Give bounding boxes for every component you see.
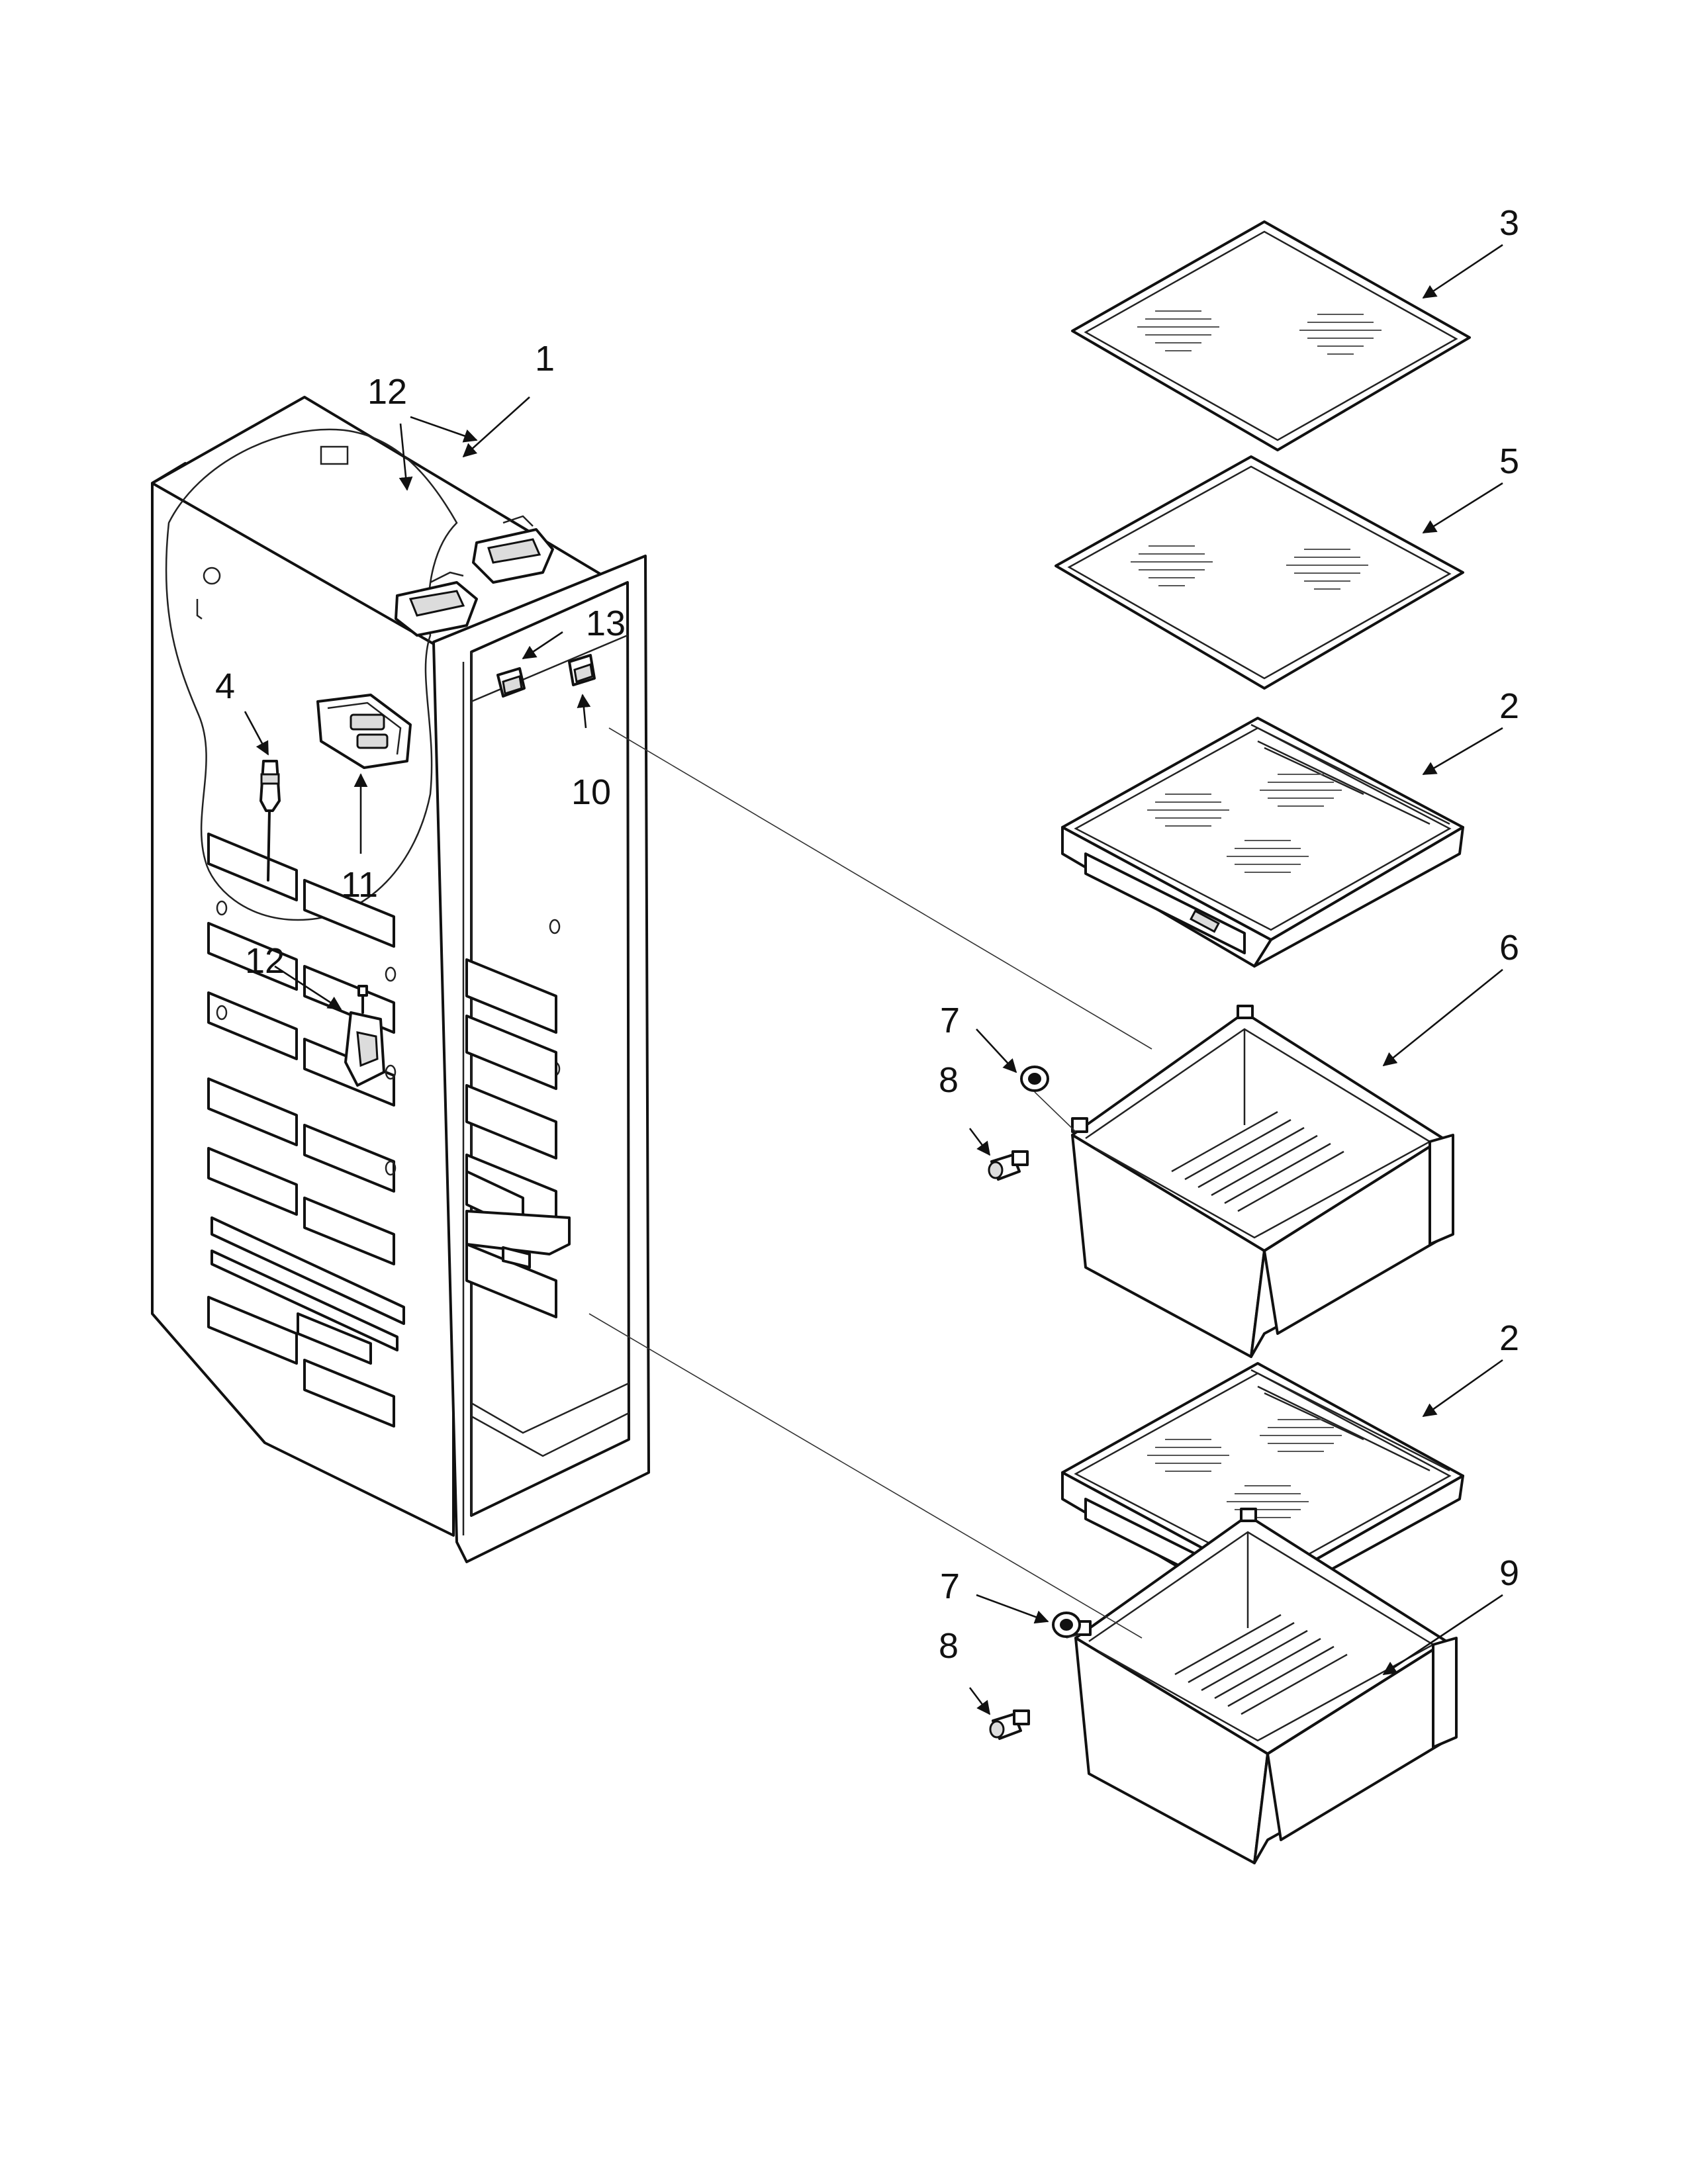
part-7-roller-upper (1020, 1066, 1049, 1092)
part-5-glass-shelf (1055, 455, 1464, 690)
part-8-stud-lower (989, 1709, 1030, 1740)
callout-11: 11 (341, 865, 378, 905)
callout-3: 3 (1499, 203, 1519, 243)
callout-12-upper: 12 (367, 372, 407, 412)
part-7-roller-lower (1052, 1612, 1081, 1638)
callout-13: 13 (586, 604, 626, 643)
callout-8-upper: 8 (939, 1060, 959, 1100)
part-8-stud-upper (988, 1150, 1029, 1181)
part-12-lower-socket (344, 985, 385, 1087)
callout-12-lower: 12 (245, 941, 285, 981)
refrigerator-liner (151, 396, 650, 1563)
part-6-crisper-drawer (1071, 1005, 1454, 1358)
callout-7-lower: 7 (940, 1567, 960, 1606)
part-3-glass-shelf (1071, 220, 1471, 451)
assembly-guide-lines (588, 727, 1152, 1639)
part-12-light-sockets (395, 515, 554, 637)
part-11-bracket (316, 694, 412, 769)
part-10-switch (568, 654, 596, 686)
callout-labels: 1 3 5 2 6 2 9 4 11 12 12 13 10 7 8 7 8 (215, 203, 1519, 1666)
callout-2-upper: 2 (1499, 686, 1519, 726)
callout-leaders (244, 244, 1503, 1715)
part-2-framed-shelf-upper (1061, 717, 1464, 968)
callout-4: 4 (215, 666, 235, 706)
callout-10: 10 (571, 772, 611, 812)
callout-2-lower: 2 (1499, 1318, 1519, 1358)
back-panel-tabs (207, 833, 405, 1428)
interior-wall-slots (465, 958, 557, 1318)
part-4-sensor (259, 760, 281, 882)
part-13-switch (496, 667, 526, 698)
callout-8-lower: 8 (939, 1626, 959, 1666)
callout-7-upper: 7 (940, 1001, 960, 1040)
part-9-crisper-drawer (1074, 1508, 1458, 1864)
callout-6: 6 (1499, 928, 1519, 968)
callout-5: 5 (1499, 441, 1519, 481)
callout-9: 9 (1499, 1553, 1519, 1593)
callout-1: 1 (535, 339, 555, 379)
